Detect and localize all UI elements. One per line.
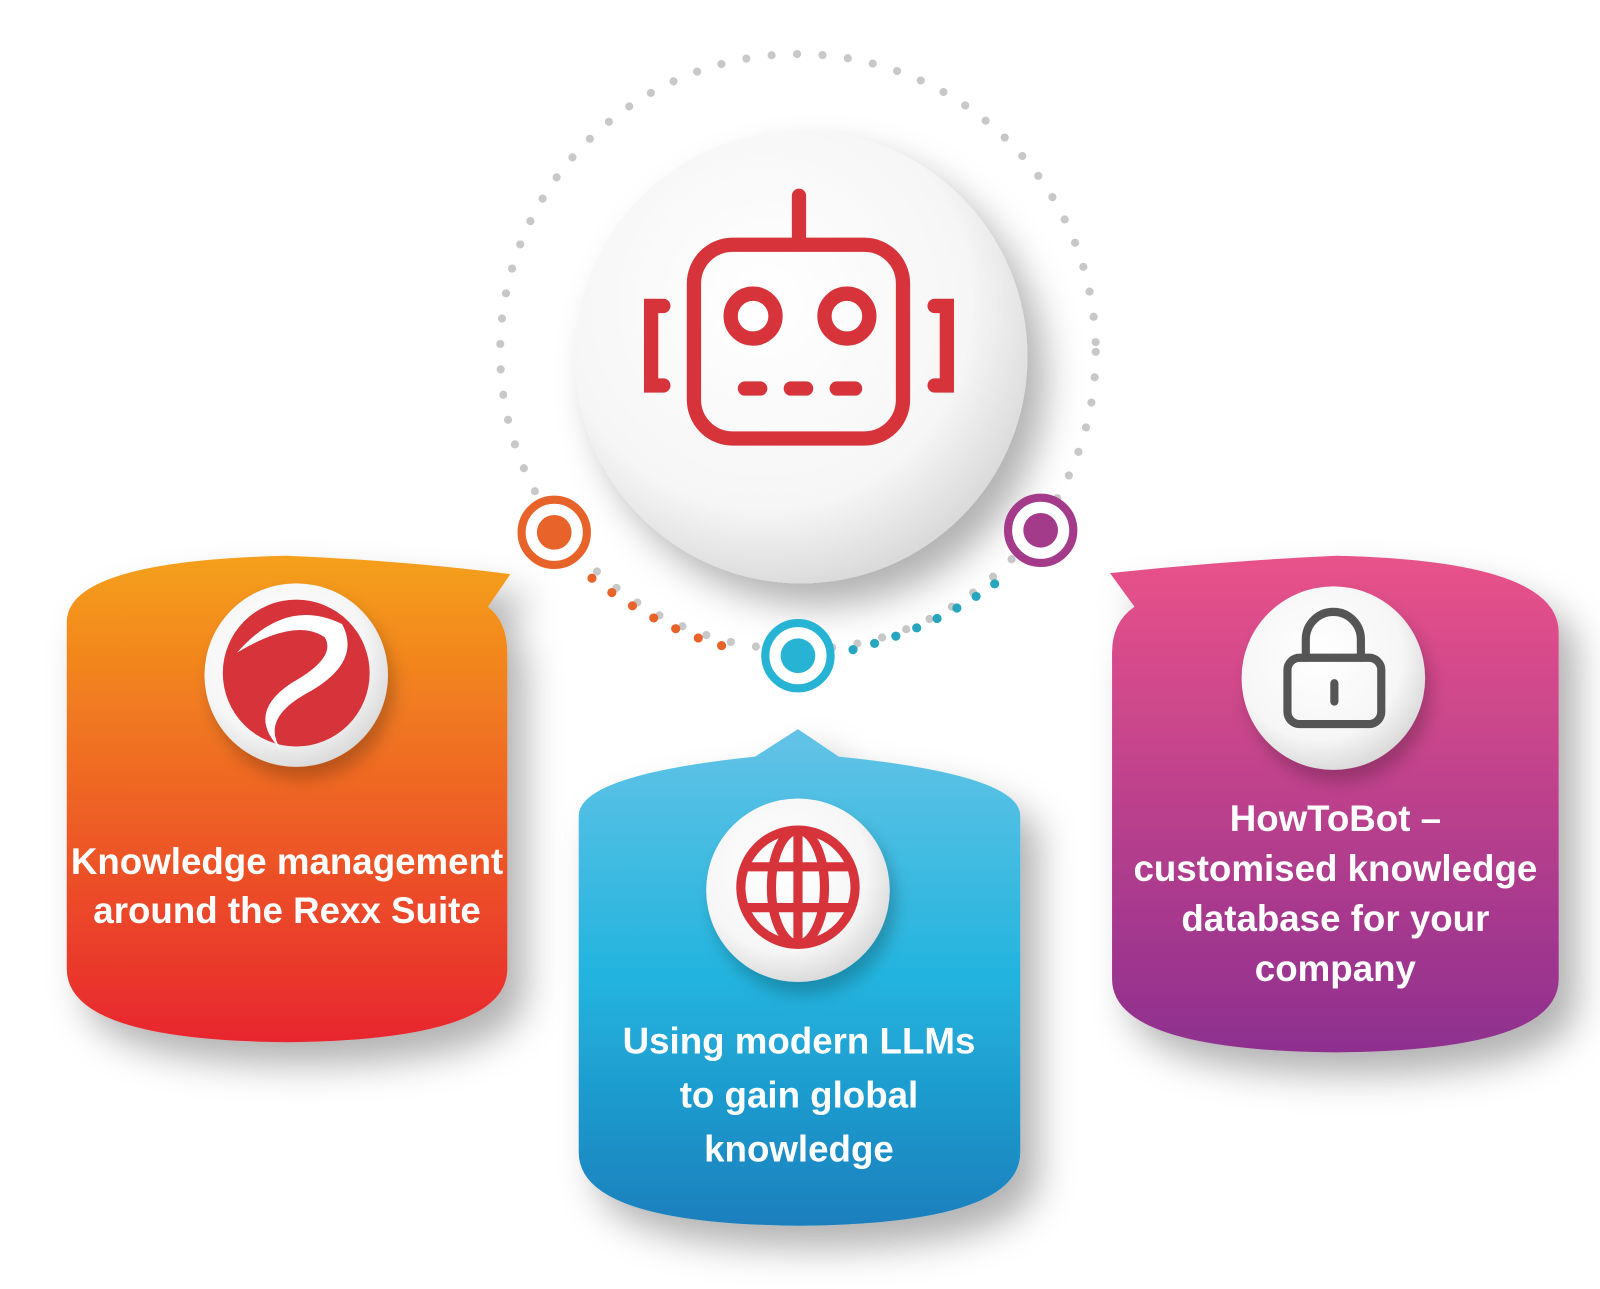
card-llm-knowledge: Using modern LLMs to gain global knowled… xyxy=(578,729,1021,1226)
globe-icon xyxy=(736,825,860,949)
robot-icon xyxy=(643,188,954,446)
center-ball xyxy=(574,130,1028,584)
orange-dotted-connector xyxy=(587,573,742,655)
card-howtobot-label-line-2: customised knowledge xyxy=(1133,848,1537,889)
card-howtobot-label-line-3: database for your xyxy=(1181,898,1489,939)
card-rexx-knowledge: Knowledge management around the Rexx Sui… xyxy=(66,555,511,1043)
card-llm-label-line-3: knowledge xyxy=(704,1129,894,1170)
card-rexx-label-line-1: Knowledge management xyxy=(71,841,503,882)
cyan-dotted-connector xyxy=(848,571,1010,655)
card-llm-label-line-1: Using modern LLMs xyxy=(623,1020,976,1061)
purple-target-marker xyxy=(1003,493,1078,567)
card-howtobot: HowToBot – customised knowledge database… xyxy=(1110,555,1559,1053)
orange-target-marker xyxy=(517,495,591,570)
rexx-logo-icon xyxy=(222,599,370,750)
card-howtobot-label-line-1: HowToBot – xyxy=(1230,798,1441,839)
lock-icon xyxy=(1283,607,1386,729)
dotted-orbit xyxy=(496,49,1100,654)
card-rexx-label-line-2: around the Rexx Suite xyxy=(93,890,481,931)
cyan-target-marker xyxy=(761,619,835,693)
card-howtobot-label-line-4: company xyxy=(1255,948,1417,989)
card-llm-label-line-2: to gain global xyxy=(680,1074,919,1115)
